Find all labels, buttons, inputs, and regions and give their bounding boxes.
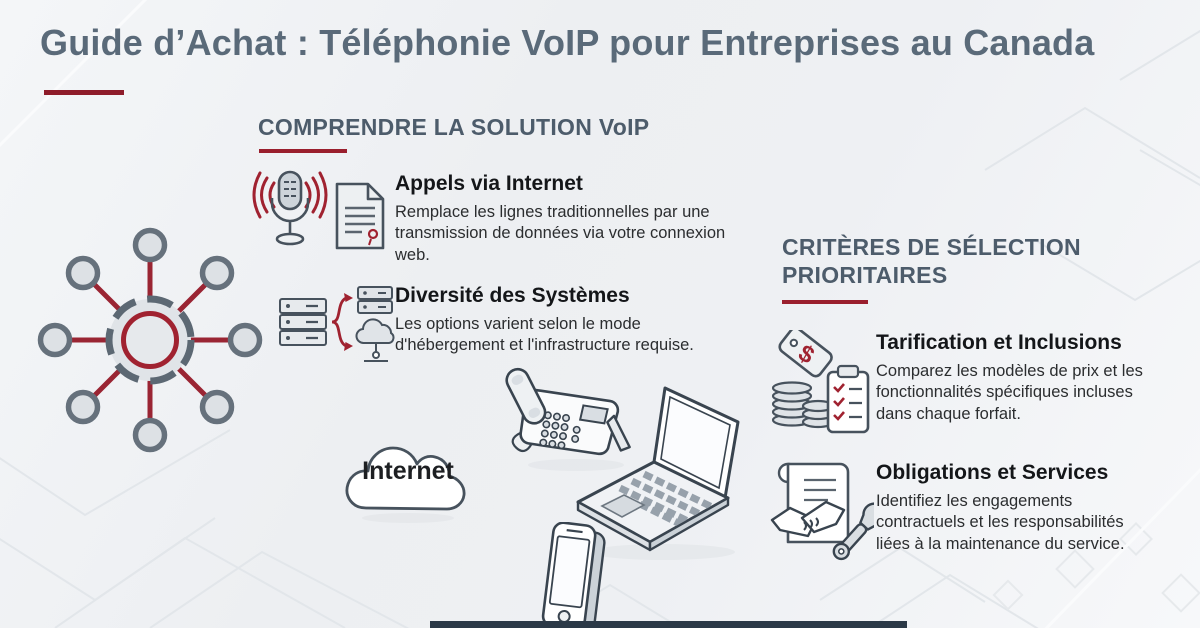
cloud-network-icon bbox=[355, 318, 395, 362]
feature-title: Appels via Internet bbox=[395, 172, 583, 195]
feature-description: Remplace les lignes traditionnelles par … bbox=[395, 203, 726, 264]
internet-cloud bbox=[345, 446, 466, 523]
price-tag-icon: $ bbox=[778, 330, 833, 378]
feature-description: Les options varient selon le mode d'hébe… bbox=[395, 315, 694, 355]
feature-description: Comparez les modèles de prix et les fonc… bbox=[876, 362, 1143, 423]
document-icon bbox=[335, 182, 385, 250]
checklist-clipboard-icon bbox=[826, 364, 870, 434]
laptop-icon bbox=[576, 386, 740, 560]
server-rack-icon bbox=[279, 298, 327, 346]
section-heading-comprendre: COMPRENDRE LA SOLUTION VoIP bbox=[258, 114, 650, 140]
feature-item-obligations: Obligations et Services Identifiez les e… bbox=[876, 461, 1176, 555]
heading-underline bbox=[782, 300, 868, 304]
obligations-icon bbox=[770, 462, 874, 561]
microphone-broadcast-icon bbox=[252, 170, 328, 246]
feature-item-appels: Appels via Internet Remplace les lignes … bbox=[395, 172, 747, 266]
section-heading-criteres: CRITÈRES DE SÉLECTION PRIORITAIRES bbox=[782, 234, 1081, 289]
server-icon bbox=[357, 286, 393, 314]
feature-title: Obligations et Services bbox=[876, 461, 1109, 484]
systems-diversity-icon bbox=[279, 286, 395, 362]
feature-item-tarification: Tarification et Inclusions Comparez les … bbox=[876, 331, 1176, 425]
internet-cloud-label: Internet bbox=[362, 457, 454, 485]
page-title: Guide d’Achat : Téléphonie VoIP pour Ent… bbox=[40, 22, 1095, 63]
heading-underline bbox=[259, 149, 347, 153]
title-underline bbox=[44, 90, 124, 95]
coins-icon bbox=[771, 381, 835, 429]
feature-title: Tarification et Inclusions bbox=[876, 331, 1122, 354]
smartphone-icon bbox=[541, 522, 606, 628]
feature-item-diversite: Diversité des Systèmes Les options varie… bbox=[395, 284, 725, 357]
branch-arrows-icon bbox=[331, 293, 353, 351]
feature-description: Identifiez les engagements contractuels … bbox=[876, 492, 1125, 553]
feature-title: Diversité des Systèmes bbox=[395, 284, 630, 307]
wrench-icon bbox=[832, 502, 874, 561]
bottom-bar bbox=[430, 621, 907, 628]
desk-phone-icon bbox=[505, 367, 631, 471]
pricing-icon: $ bbox=[771, 330, 870, 434]
handshake-icon bbox=[770, 500, 846, 538]
hub-and-spoke-network-icon bbox=[37, 227, 263, 453]
